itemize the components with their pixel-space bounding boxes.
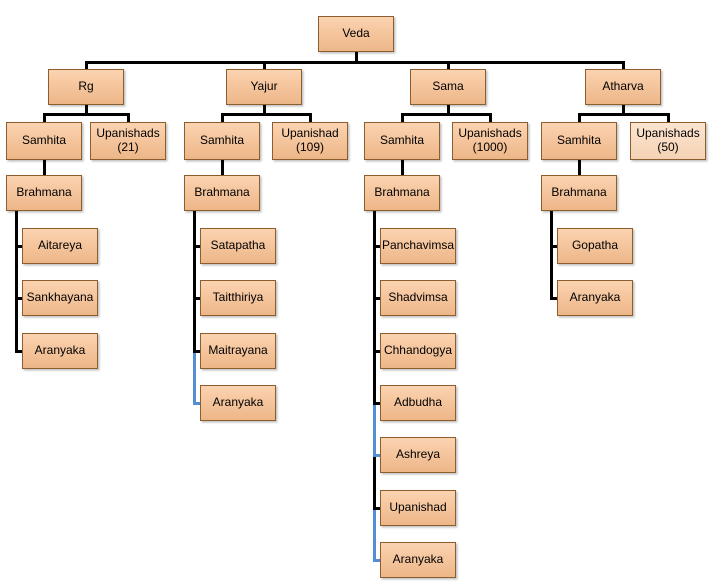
connector-spine [373, 211, 376, 404]
connector-line [400, 113, 492, 116]
node-sama: Sama [410, 69, 486, 105]
node-ashreya: Ashreya [380, 437, 456, 473]
upanishads-count: (21) [117, 140, 139, 154]
connector-elbow [550, 296, 557, 300]
connector-line [42, 113, 46, 122]
node-atharva-upanishads: Upanishads (50) [630, 122, 706, 160]
connector-line [84, 105, 88, 116]
connector-spine [550, 211, 553, 299]
node-yajur-aranyaka: Aranyaka [200, 385, 276, 421]
connector-spine-blue [373, 508, 376, 561]
connector-elbow [193, 349, 200, 353]
node-sama-brahmana: Brahmana [364, 175, 440, 211]
node-sama-samhita: Samhita [364, 122, 440, 160]
upanishads-count: (50) [657, 140, 679, 154]
node-satapatha: Satapatha [200, 228, 276, 264]
node-maitrayana: Maitrayana [200, 333, 276, 369]
node-rg: Rg [48, 69, 124, 105]
node-rg-aranyaka: Aranyaka [22, 333, 98, 369]
connector-line [220, 113, 312, 116]
node-atharva-samhita: Samhita [541, 122, 617, 160]
upanishads-label: Upanishad [281, 126, 339, 141]
node-shadvimsa: Shadvimsa [380, 280, 456, 316]
connector-line [666, 113, 670, 122]
node-rg-brahmana: Brahmana [6, 175, 82, 211]
connector-elbow [373, 296, 380, 300]
connector-line [577, 160, 581, 175]
connector-line [84, 61, 88, 69]
connector-elbow [193, 296, 200, 300]
node-sankhayana: Sankhayana [22, 280, 98, 316]
node-panchavimsa: Panchavimsa [380, 228, 456, 264]
upanishads-label: Upanishads [96, 126, 160, 141]
connector-elbow [15, 244, 22, 248]
connector-elbow-blue [193, 401, 200, 405]
upanishads-count: (109) [295, 140, 324, 154]
connector-elbow-blue [373, 453, 380, 457]
connector-line [126, 113, 130, 122]
connector-spine [15, 211, 18, 352]
connector-line [354, 52, 358, 61]
connector-line [621, 61, 625, 69]
upanishads-count: (1000) [472, 140, 508, 154]
connector-line [308, 113, 312, 122]
node-rg-samhita: Samhita [6, 122, 82, 160]
node-veda: Veda [318, 16, 394, 52]
connector-elbow [15, 296, 22, 300]
node-yajur-samhita: Samhita [184, 122, 260, 160]
upanishads-label: Upanishads [458, 126, 522, 141]
connector-elbow [373, 506, 380, 510]
connector-elbow [550, 244, 557, 248]
node-atharva-aranyaka: Aranyaka [557, 280, 633, 316]
connector-line [446, 61, 450, 69]
connector-line [42, 160, 46, 175]
connector-line [488, 113, 492, 122]
node-sama-upanishads: Upanishads (1000) [452, 122, 528, 160]
connector-elbow [373, 401, 380, 405]
node-sama-upanishad-child: Upanishad [380, 490, 456, 526]
connector-spine [373, 455, 376, 509]
connector-elbow-blue [373, 558, 380, 562]
connector-line [220, 160, 224, 175]
node-taitthiriya: Taitthiriya [200, 280, 276, 316]
node-atharva: Atharva [585, 69, 661, 105]
connector-elbow [373, 244, 380, 248]
node-rg-upanishads: Upanishads (21) [90, 122, 166, 160]
connector-elbow [193, 244, 200, 248]
connector-line [262, 105, 266, 116]
node-chhandogya: Chhandogya [380, 333, 456, 369]
node-yajur-upanishad: Upanishad (109) [272, 122, 348, 160]
node-adbudha: Adbudha [380, 385, 456, 421]
connector-elbow [373, 349, 380, 353]
connector-line [220, 113, 224, 122]
connector-line [400, 113, 404, 122]
connector-line [84, 61, 625, 64]
connector-line [577, 113, 581, 122]
connector-line [400, 160, 404, 175]
node-aitareya: Aitareya [22, 228, 98, 264]
node-yajur-brahmana: Brahmana [184, 175, 260, 211]
node-atharva-brahmana: Brahmana [541, 175, 617, 211]
connector-line [621, 105, 625, 116]
connector-line [446, 105, 450, 116]
connector-line [262, 61, 266, 69]
node-yajur: Yajur [226, 69, 302, 105]
connector-spine-blue [193, 351, 196, 404]
connector-line [577, 113, 670, 116]
node-sama-aranyaka: Aranyaka [380, 542, 456, 578]
upanishads-label: Upanishads [636, 126, 700, 141]
node-gopatha: Gopatha [557, 228, 633, 264]
connector-spine-blue [373, 403, 376, 456]
connector-spine [193, 211, 196, 352]
connector-line [42, 113, 130, 116]
connector-elbow [15, 349, 22, 353]
